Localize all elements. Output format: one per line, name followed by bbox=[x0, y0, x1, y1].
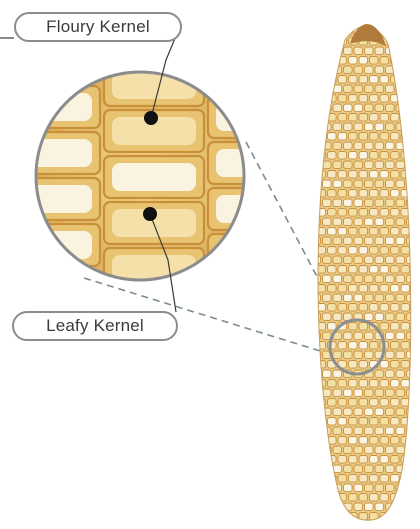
leafy-kernel-label: Leafy Kernel bbox=[12, 311, 178, 341]
leafy-kernel-text: Leafy Kernel bbox=[46, 316, 144, 336]
floury-marker-dot bbox=[144, 111, 158, 125]
magnified-kernels bbox=[20, 18, 278, 336]
leafy-marker-dot bbox=[143, 207, 157, 221]
magnified-view bbox=[20, 18, 278, 336]
floury-kernel-text: Floury Kernel bbox=[46, 17, 150, 37]
floury-kernel-label: Floury Kernel bbox=[14, 12, 182, 42]
cob-kernels bbox=[312, 28, 420, 524]
